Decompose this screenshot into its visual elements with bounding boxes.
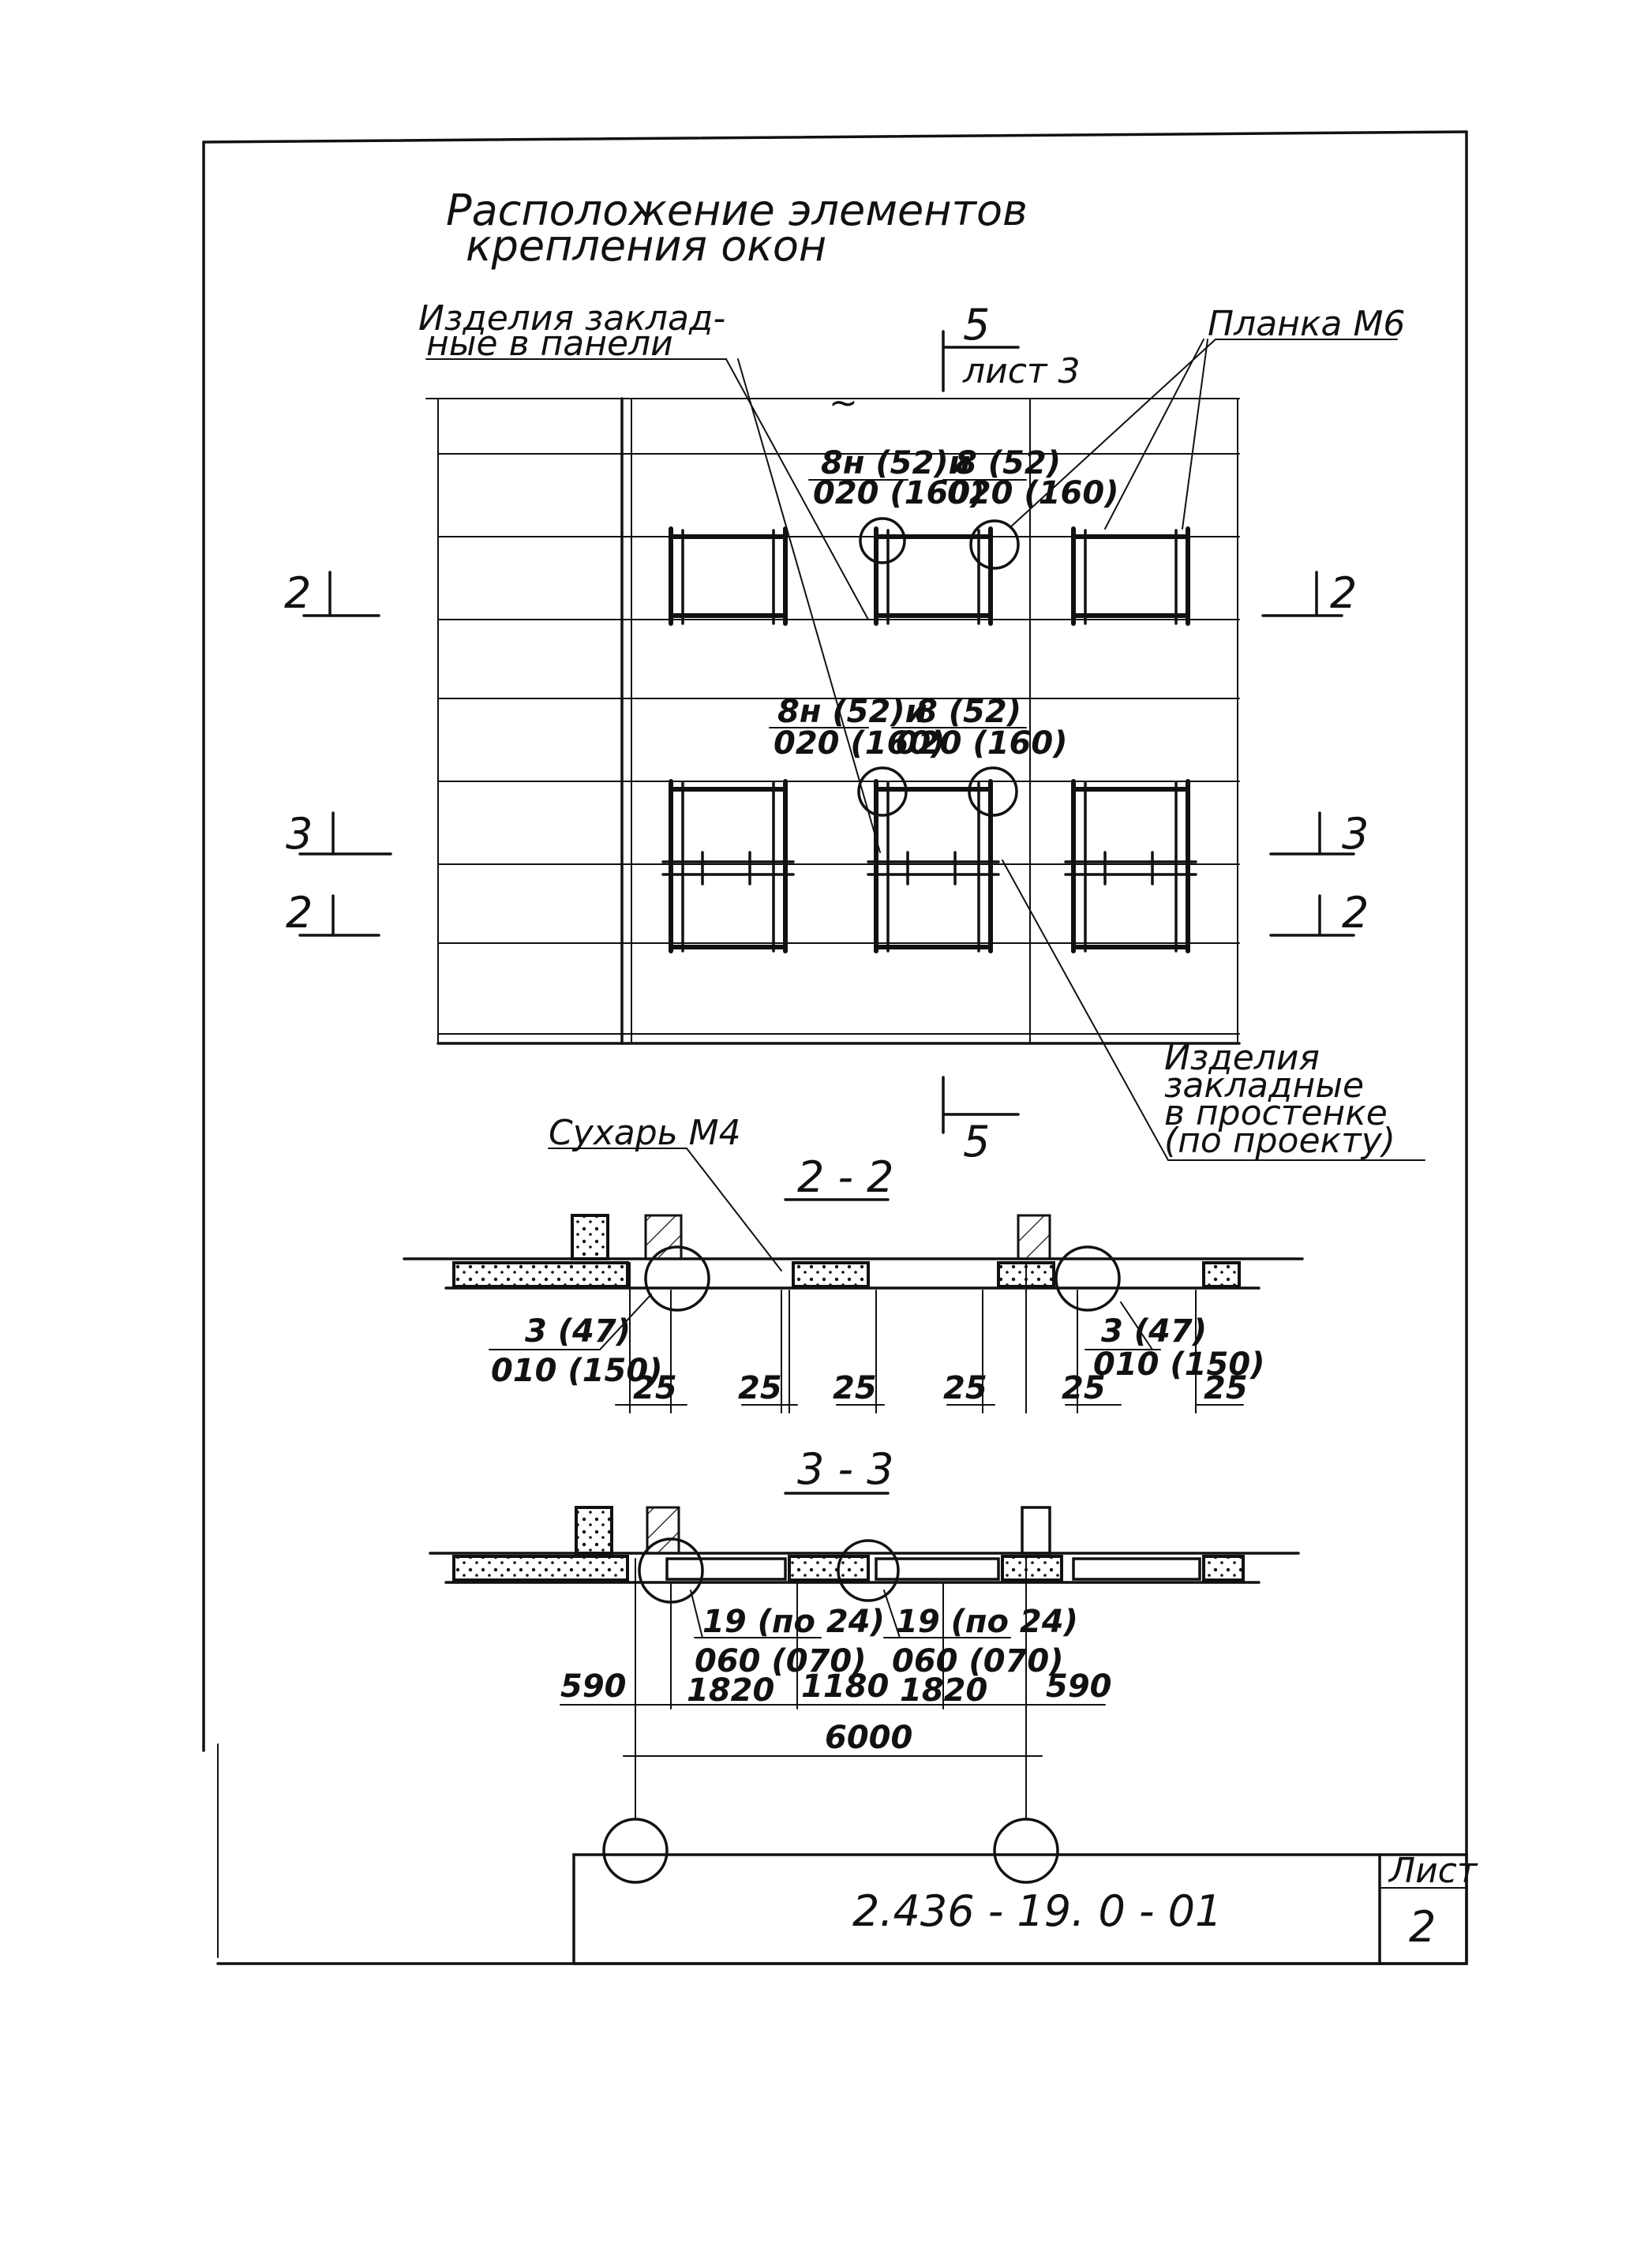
dim-3-3-590-right: 590: [1046, 1668, 1112, 1705]
cut-mark-right-3: 3: [1342, 809, 1369, 859]
window-row-2: [661, 766, 1197, 953]
dim-2-2-5: 25: [1062, 1370, 1106, 1406]
column-2-2-c: [1017, 1214, 1051, 1260]
title-line-2: крепления окон: [466, 221, 826, 271]
document-code: 2.436 - 19. 0 - 01: [852, 1886, 1222, 1936]
dim-3-3-total: 6000: [825, 1720, 912, 1756]
section-5-top: 5: [963, 300, 990, 350]
panel-2-2-mid: [792, 1261, 870, 1288]
callout-3-3-left-bot: 060 (070): [695, 1643, 866, 1679]
column-2-2-a: [571, 1214, 609, 1260]
drawing-title: Расположение элементов крепления окон: [446, 185, 1028, 271]
label-cracker: Сухарь М4: [549, 1113, 741, 1153]
callout-row1-a-top: 8н (52)и: [821, 445, 971, 481]
title-line-1: Расположение элементов: [446, 185, 1028, 235]
elevation-labels: Изделия заклад- ные в панели Планка М6 8…: [284, 298, 1405, 1166]
callout-2-2-left-bot: 010 (150): [491, 1353, 662, 1389]
callout-row1-a-bot: 020 (160): [813, 475, 984, 511]
column-3-3-c: [1021, 1506, 1051, 1555]
callout-2-2-right-bot: 010 (150): [1093, 1346, 1264, 1383]
window-row-1: [669, 517, 1190, 626]
panel-2-2-left: [452, 1261, 629, 1288]
panel-3-3-mid: [788, 1555, 870, 1582]
dim-2-2-2: 25: [738, 1370, 782, 1406]
section-3-3: 3 - 3 19 (по 24) 060 (070): [429, 1444, 1300, 1884]
callout-3-3-right-top: 19 (по 24): [896, 1604, 1078, 1640]
sheet-ref: лист 3: [962, 351, 1081, 391]
dim-2-2-3: 25: [833, 1370, 877, 1406]
dim-2-2-4: 25: [943, 1370, 987, 1406]
dim-3-3-590-left: 590: [560, 1668, 627, 1705]
facade-elevation: ~: [425, 339, 1425, 1161]
cut-mark-left-3: 3: [286, 809, 313, 859]
callout-row2-a-top: 8н (52)и: [777, 694, 927, 730]
break-mark-top: ~: [829, 383, 858, 423]
title-block: 2.436 - 19. 0 - 01 Лист 2: [572, 1851, 1478, 1965]
label-embedded-wall-4: (по проекту): [1164, 1121, 1395, 1161]
dim-3-3-1820-left: 1820: [687, 1672, 774, 1709]
dim-2-2-6: 25: [1204, 1370, 1248, 1406]
cut-mark-left-2a: 2: [284, 568, 311, 618]
label-embedded-panel-2: ные в панели: [426, 324, 673, 364]
callout-row2-b-bot: 020 (160): [896, 725, 1067, 762]
callout-row1-b-top: 8 (52): [955, 445, 1061, 481]
panel-3-3-end: [1202, 1555, 1245, 1582]
dim-3-3-1820-right: 1820: [900, 1672, 987, 1709]
callout-3-3-right-bot: 060 (070): [892, 1643, 1063, 1679]
cut-mark-right-2a: 2: [1330, 568, 1357, 618]
label-plate: Планка М6: [1208, 304, 1405, 344]
callout-3-3-left-top: 19 (по 24): [702, 1604, 885, 1640]
column-3-3-a: [575, 1506, 613, 1555]
panel-3-3-left: [452, 1555, 629, 1582]
panel-3-3-right: [1001, 1555, 1063, 1582]
leader-lines: [425, 339, 1425, 1161]
callout-row2-b-top: 8 (52): [916, 694, 1021, 730]
sheet-label: Лист: [1388, 1851, 1478, 1891]
dim-3-3-1180: 1180: [801, 1668, 889, 1705]
section-3-3-title: 3 - 3: [797, 1444, 894, 1494]
cut-mark-right-2b: 2: [1342, 888, 1369, 938]
column-2-2-b: [644, 1214, 683, 1260]
dim-2-2-1: 25: [633, 1370, 677, 1406]
callout-2-2-right-top: 3 (47): [1101, 1313, 1207, 1350]
callout-row1-b-bot: 020 (160): [947, 475, 1118, 511]
section-5-bottom: 5: [963, 1117, 990, 1166]
cut-mark-left-2b: 2: [286, 888, 313, 938]
section-2-2: 2 - 2 Сухарь М4: [403, 1113, 1304, 1414]
label-embedded-wall-3: в простенке: [1164, 1093, 1388, 1133]
section-2-2-title: 2 - 2: [797, 1152, 894, 1202]
sheet-number: 2: [1409, 1902, 1436, 1952]
label-embedded-wall-2: закладные: [1164, 1065, 1364, 1106]
callout-2-2-left-top: 3 (47): [525, 1313, 631, 1350]
label-embedded-panel-1: Изделия заклад-: [418, 298, 725, 339]
callout-row2-a-bot: 020 (160): [774, 725, 945, 762]
axis-bubble-right: [993, 1818, 1059, 1884]
panel-2-2-end: [1202, 1261, 1241, 1288]
label-embedded-wall-1: Изделия: [1164, 1038, 1320, 1078]
axis-bubble-left: [602, 1818, 669, 1884]
